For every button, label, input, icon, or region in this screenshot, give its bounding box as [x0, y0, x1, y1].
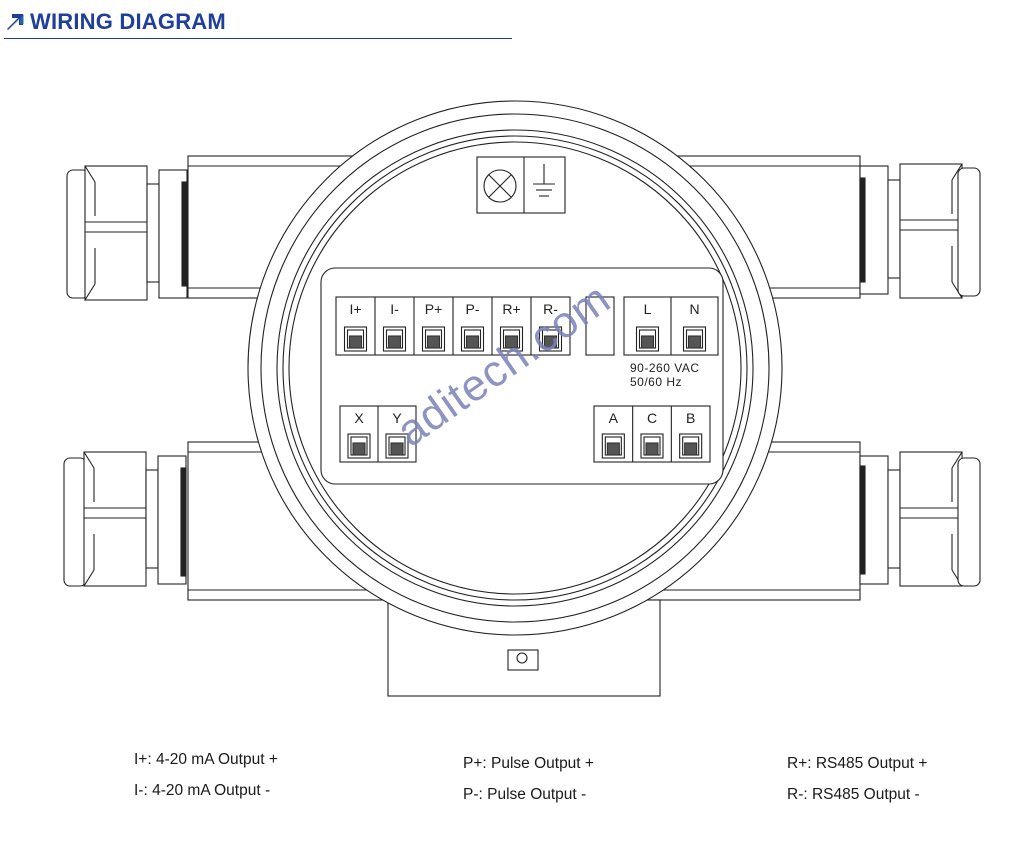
terminal-r-minus: R-: [530, 297, 563, 355]
terminal-label: X: [354, 410, 364, 426]
terminal-l: L: [635, 301, 660, 352]
terminal-i-plus: I+: [343, 301, 368, 352]
terminal-label: P-: [466, 301, 480, 317]
page-title: WIRING DIAGRAM: [30, 9, 226, 34]
terminal-label: R-: [543, 301, 558, 317]
legend-p-minus: P-: Pulse Output -: [463, 786, 587, 803]
terminal-label: N: [689, 301, 699, 317]
terminal-i-minus: I-: [374, 297, 407, 355]
terminal-a: A: [601, 410, 625, 459]
arrow-up-right-icon: [7, 14, 24, 31]
legend-i-plus: I+: 4-20 mA Output +: [134, 751, 278, 768]
power-spec-line1: 90-260 VAC: [630, 361, 699, 375]
terminal-n: N: [670, 297, 707, 355]
terminal-label: C: [647, 410, 657, 426]
terminal-c: C: [632, 406, 664, 462]
cable-gland-right-lower: [859, 451, 981, 587]
terminal-p-minus: P-: [452, 297, 485, 355]
terminal-label: B: [686, 410, 695, 426]
terminal-label: I+: [349, 301, 361, 317]
terminal-label: I-: [390, 301, 399, 317]
terminal-b: B: [670, 406, 703, 462]
page-header: WIRING DIAGRAM: [4, 8, 512, 39]
cable-gland-right-upper: [859, 163, 981, 299]
terminal-label: A: [609, 410, 619, 426]
legend-r-plus: R+: RS485 Output +: [787, 755, 928, 772]
terminal-y: Y: [377, 406, 409, 462]
cross-screw-icon: [483, 169, 517, 203]
terminal-p-plus: P+: [413, 297, 446, 355]
terminal-label: L: [644, 301, 652, 317]
terminal-label: Y: [392, 410, 402, 426]
terminal-label: R+: [502, 301, 520, 317]
cable-gland-left-lower: [63, 451, 187, 587]
power-spec-line2: 50/60 Hz: [630, 375, 682, 389]
cable-gland-left-upper: [66, 165, 188, 301]
legend-r-minus: R-: RS485 Output -: [787, 786, 920, 803]
legend-p-plus: P+: Pulse Output +: [463, 755, 594, 772]
legend-i-minus: I-: 4-20 mA Output -: [134, 782, 271, 799]
housing-circle-inner: [288, 141, 742, 595]
terminal-r-plus: R+: [491, 297, 524, 355]
blank-terminal: [585, 296, 615, 356]
terminal-label: P+: [425, 301, 443, 317]
bottom-screw-icon: [507, 649, 539, 671]
ground-icon: [533, 164, 555, 197]
terminal-x: X: [347, 410, 371, 459]
